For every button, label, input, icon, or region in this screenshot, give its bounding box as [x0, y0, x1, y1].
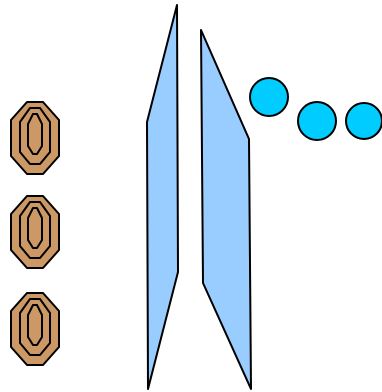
- circle: [297, 101, 337, 141]
- circle: [345, 102, 382, 140]
- plate-left: [146, 4, 179, 390]
- circle: [249, 77, 289, 117]
- circle-row: [249, 77, 382, 141]
- seed-column: [10, 101, 60, 366]
- seed-shape: [10, 292, 60, 366]
- plate-right: [200, 29, 252, 390]
- seed-shape: [10, 101, 60, 175]
- seed-shape: [10, 195, 60, 269]
